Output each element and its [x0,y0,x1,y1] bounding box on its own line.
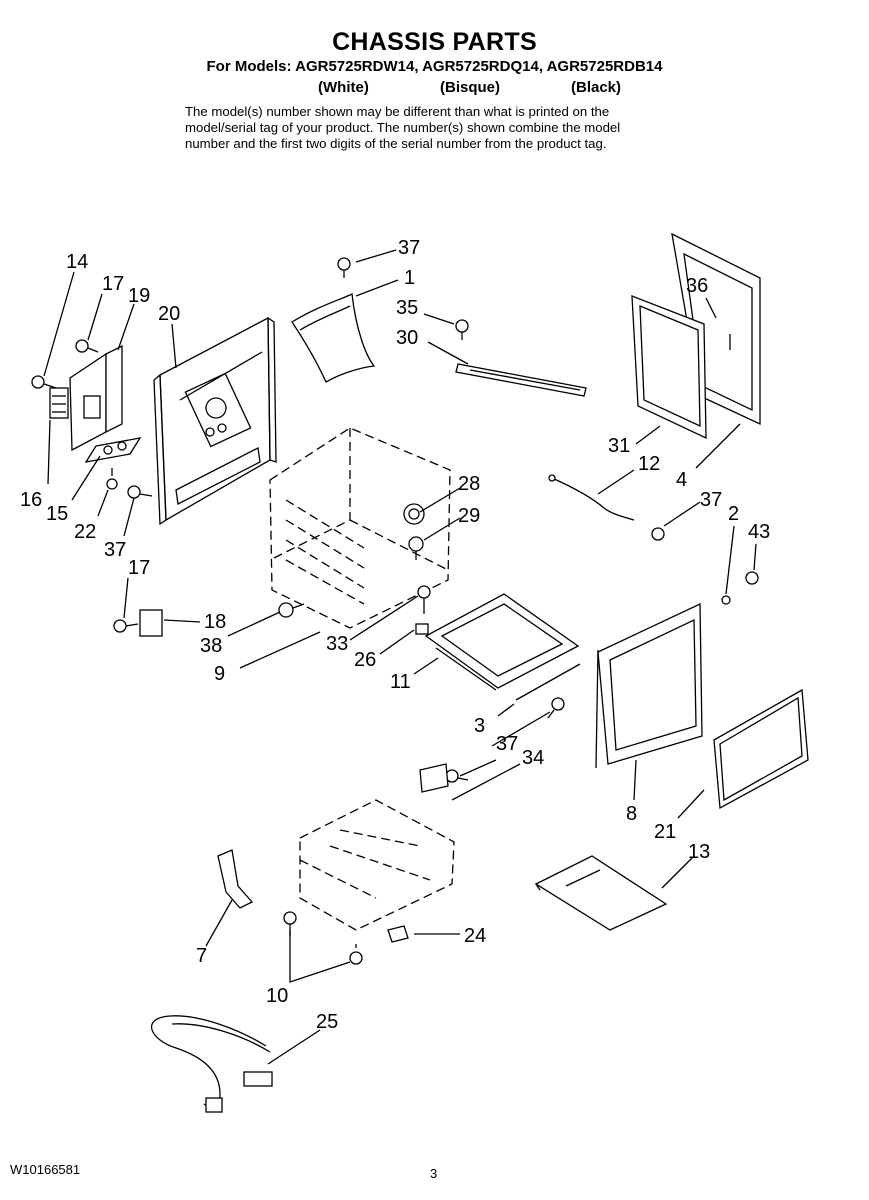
callout-8: 8 [626,803,637,825]
part-lower-bracket [217,849,254,909]
callout-22: 22 [74,521,96,543]
callout-37: 37 [700,489,722,511]
callout-35: 35 [396,297,418,319]
part-switch-block [419,763,449,793]
part-vent-duct [291,293,376,383]
doc-number: W10166581 [10,1162,81,1177]
callout-29: 29 [458,505,480,527]
callout-36: 36 [686,275,708,297]
callout-34: 34 [522,747,544,769]
part-drawer-panel [534,855,668,931]
models-line: For Models: AGR5725RDW14, AGR5725RDQ14, … [206,58,663,75]
callout-31: 31 [608,435,630,457]
leader-lines [43,249,757,1065]
part-gasket [713,688,809,810]
callout-12: 12 [638,453,660,475]
callout-4: 4 [676,469,687,491]
color-black: (Black) [571,79,622,96]
part-rod-small [515,663,581,701]
callout-26: 26 [354,649,376,671]
callout-17: 17 [102,273,124,295]
page-number: 3 [430,1166,438,1181]
callout-38: 38 [200,635,222,657]
callout-30: 30 [396,327,418,349]
part-power-cord [151,1015,273,1113]
callout-11: 11 [390,671,411,693]
callout-43: 43 [748,521,770,543]
note-line: The model(s) number shown may be differe… [185,104,610,119]
part-leveling-legs [283,911,363,965]
note-line: number and the first two digits of the s… [185,136,607,151]
callout-24: 24 [464,925,486,947]
callout-15: 15 [46,503,68,525]
callout-10: 10 [266,985,288,1007]
part-oven-cavity [269,427,451,629]
part-bracket-box [49,344,142,463]
part-rear-panel [153,316,277,526]
callout-37: 37 [104,539,126,561]
part-rod [455,363,587,397]
callout-21: 21 [654,821,676,843]
part-small-fasteners [139,585,431,637]
callout-16: 16 [20,489,42,511]
page-title: CHASSIS PARTS [332,28,537,56]
part-screws-left [31,339,153,633]
part-oven-door-inner [631,295,707,440]
callout-3: 3 [474,715,485,737]
part-knobs [403,503,425,560]
callout-37: 37 [398,237,420,259]
callout-17: 17 [128,557,150,579]
color-bisque: (Bisque) [440,79,500,96]
part-clip [387,925,409,943]
part-lower-box [299,799,455,931]
callout-7: 7 [196,945,207,967]
callout-37: 37 [496,733,518,755]
callout-19: 19 [128,285,150,307]
callout-1: 1 [404,267,415,289]
callout-13: 13 [688,841,710,863]
callout-9: 9 [214,663,225,685]
part-screws-mid [445,527,759,783]
callout-28: 28 [458,473,480,495]
callout-33: 33 [326,633,348,655]
part-door-frame [595,602,703,769]
color-white: (White) [318,79,369,96]
part-screws-top [337,257,469,340]
callout-2: 2 [728,503,739,525]
callout-labels: 14 17 19 20 16 15 22 37 17 18 38 9 37 1 … [20,237,770,1033]
callout-25: 25 [316,1011,338,1033]
callout-20: 20 [158,303,180,325]
note-line: model/serial tag of your product. The nu… [185,120,621,135]
part-broiler-pan [424,593,580,691]
model-note: The model(s) number shown may be differe… [185,104,705,152]
callout-18: 18 [204,611,226,633]
part-wire [548,474,635,521]
callout-14: 14 [66,251,88,273]
